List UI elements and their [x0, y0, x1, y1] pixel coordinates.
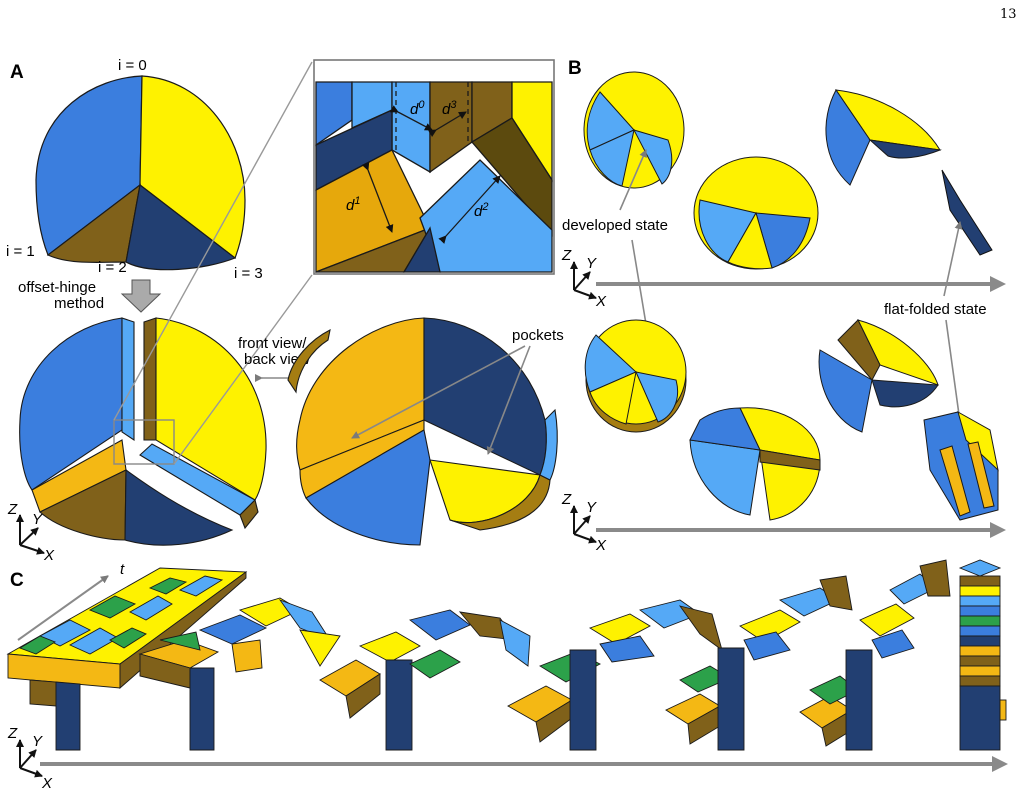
- method-label-line1: offset-hinge: [18, 279, 96, 296]
- axis-y-a: Y: [32, 511, 43, 528]
- index-label-3: i = 3: [234, 265, 263, 282]
- axis-z-c: Z: [7, 725, 18, 742]
- b-row2-fold2: [923, 410, 999, 521]
- panel-c: C t: [6, 559, 1008, 792]
- index-label-0: i = 0: [118, 57, 147, 74]
- back-view-disc: [287, 317, 558, 546]
- c-stage-2: [138, 597, 341, 751]
- zoom-line-2: [173, 274, 313, 465]
- method-label-line2: method: [54, 295, 104, 312]
- axis-x-b2: X: [595, 537, 607, 554]
- axis-z-b1: Z: [561, 247, 572, 264]
- b-row2-disc1: [584, 319, 687, 433]
- c-stage-7-stack: [958, 559, 1007, 751]
- b-row1-fold1: [825, 89, 942, 186]
- c-stage-4: [507, 599, 723, 751]
- time-direction-arrow: [17, 575, 109, 641]
- time-label: t: [120, 561, 125, 578]
- offset-hinge-disc: [19, 317, 267, 546]
- pocket-arrow-1: [351, 345, 526, 439]
- process-down-arrow-icon: [120, 279, 162, 313]
- index-label-2: i = 2: [98, 259, 127, 276]
- view-label-line1: front view/: [238, 335, 307, 352]
- b-row2-disc2: [689, 407, 821, 521]
- panel-a-label: A: [10, 62, 24, 83]
- b-row1-fold2: [941, 169, 993, 256]
- page-number: 13: [1000, 7, 1017, 22]
- panel-a: A i = 0 i = 1 i = 2 i = 3 offset-hinge m…: [6, 57, 564, 564]
- view-label-line2: back view: [244, 351, 310, 368]
- index-label-1: i = 1: [6, 243, 35, 260]
- panel-b: B developed state flat-folded state: [561, 58, 1006, 554]
- c-stage-6: [799, 559, 951, 751]
- pocket-arrow-2: [486, 345, 531, 455]
- b-row2-fold1: [818, 319, 939, 433]
- b-row1-time-arrow-head: [990, 276, 1006, 292]
- axis-z-a: Z: [7, 501, 18, 518]
- axis-x-b1: X: [595, 293, 607, 310]
- b-row1-disc2: [693, 156, 819, 270]
- axis-z-b2: Z: [561, 491, 572, 508]
- axis-y-c: Y: [32, 733, 43, 750]
- zoom-line-1: [113, 61, 313, 421]
- b-row2-time-arrow-head: [990, 522, 1006, 538]
- flat-folded-arrow-2: [945, 319, 964, 423]
- pockets-label: pockets: [512, 327, 564, 344]
- panel-b-label: B: [568, 58, 582, 79]
- developed-state-label: developed state: [562, 217, 668, 234]
- developed-disc: [35, 75, 246, 271]
- axis-x-c: X: [41, 775, 53, 792]
- axis-triad-b2: [570, 505, 597, 544]
- axis-y-b2: Y: [586, 499, 597, 516]
- flat-folded-label: flat-folded state: [884, 301, 987, 318]
- b-row1-disc1: [583, 71, 685, 189]
- axis-y-b1: Y: [586, 255, 597, 272]
- axis-triad-c: [16, 739, 43, 778]
- c-time-arrow-head: [992, 756, 1008, 772]
- axis-triad-icon: [16, 514, 45, 555]
- axis-triad-b1: [570, 261, 597, 300]
- c-stage-3: [319, 609, 531, 751]
- panel-c-label: C: [10, 570, 24, 591]
- inset-zoom: [313, 59, 555, 275]
- axis-x-a: X: [43, 547, 55, 564]
- c-stage-5: [665, 575, 853, 751]
- zoom-box: [113, 419, 175, 465]
- developed-arrow-1: [619, 149, 647, 211]
